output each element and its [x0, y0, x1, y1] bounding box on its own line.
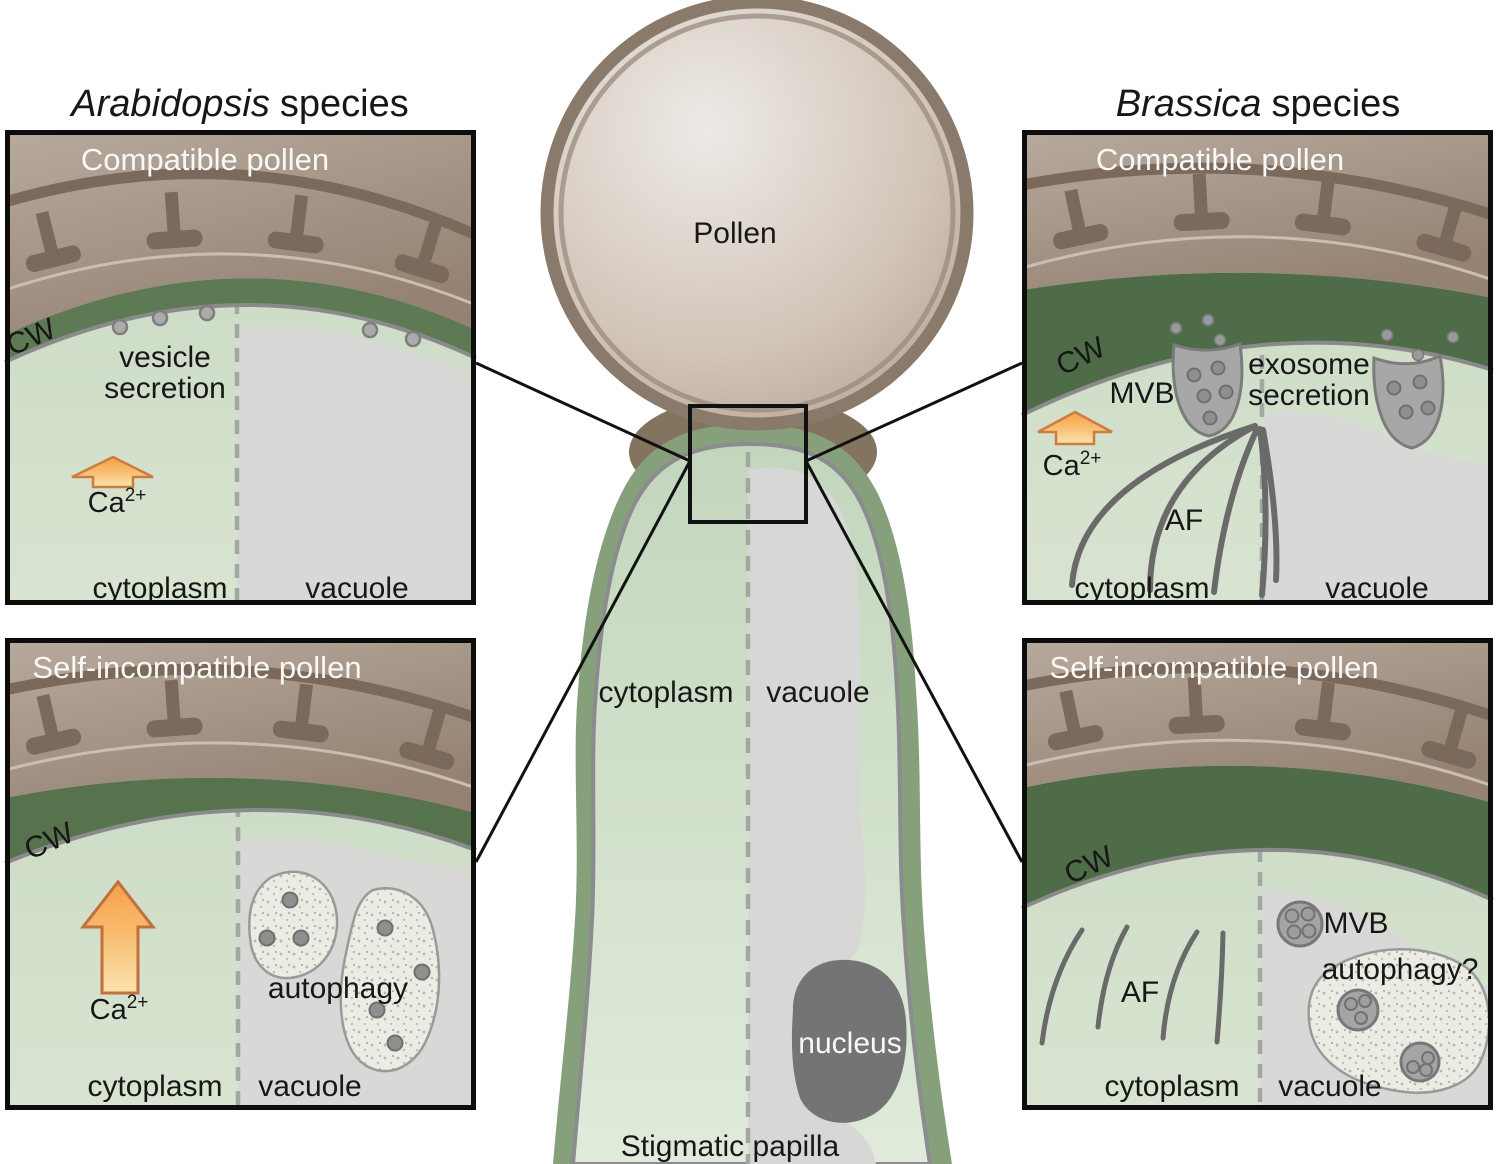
exosome-label-1: exosome	[1248, 348, 1370, 381]
autophagy-label: autophagy?	[1322, 953, 1479, 986]
vesicle-secretion-label-2: secretion	[104, 372, 226, 405]
calcium-label: Ca2+	[88, 485, 147, 519]
panel-title: Compatible pollen	[1096, 142, 1344, 177]
connector-line	[475, 361, 691, 463]
plasma-membrane	[4, 808, 477, 865]
mvb-label: MVB	[1323, 907, 1388, 940]
af-label: AF	[1165, 504, 1203, 537]
calcium-arrow	[79, 879, 157, 995]
panel-vacuole	[1262, 411, 1493, 605]
center-figure: Pollen cytoplasm vacuole nucleus Stigmat…	[474, 0, 1024, 1164]
exine-pattern	[5, 664, 476, 790]
connector-line	[805, 361, 1023, 463]
papilla-vacuole	[748, 467, 876, 1164]
panel-title: Self-incompatible pollen	[1049, 650, 1378, 685]
autophagy-body	[248, 870, 441, 1073]
panel-arabidopsis-incompatible: Self-incompatible pollen CW Ca2+ autopha…	[4, 638, 477, 1110]
calcium-label: Ca2+	[90, 992, 149, 1026]
panel-border	[5, 638, 476, 1110]
exosome-label-2: secretion	[1248, 379, 1370, 412]
panel-border	[1022, 638, 1493, 1110]
plasma-membrane	[1021, 340, 1494, 417]
mvb	[1276, 900, 1324, 948]
cell-wall-band	[5, 777, 476, 863]
cell-wall-band	[1022, 765, 1493, 908]
actin-filaments	[1069, 423, 1280, 598]
secreted-vesicles	[111, 304, 422, 348]
exine-pattern	[5, 168, 476, 307]
calcium-arrow	[71, 455, 154, 489]
cytoplasm-label: cytoplasm	[87, 1070, 222, 1103]
panel-border	[1022, 130, 1493, 605]
pollen-label: Pollen	[693, 217, 776, 250]
cell-wall-band	[5, 278, 476, 362]
center-cytoplasm-label: cytoplasm	[598, 676, 733, 709]
actin-filaments	[1039, 924, 1226, 1046]
vesicle-secretion-label-1: vesicle	[119, 341, 211, 374]
autophagy-cargo-dots	[258, 891, 431, 1052]
center-vacuole-label: vacuole	[766, 676, 869, 709]
mvb-label: MVB	[1109, 377, 1174, 410]
panel-border	[5, 130, 476, 605]
panel-vacuole	[237, 326, 476, 605]
mvb-invagination	[1171, 341, 1445, 450]
panel-brassica-compatible: Compatible pollen CW MVB exosome secreti…	[1021, 130, 1494, 605]
pollen-grain-inner-rim	[558, 13, 956, 413]
connector-line	[474, 460, 692, 863]
nucleus	[791, 959, 907, 1123]
exine-pattern	[1022, 662, 1493, 788]
exine-pattern	[1022, 162, 1493, 282]
vacuole-label: vacuole	[1278, 1070, 1381, 1103]
connector-line	[804, 460, 1024, 863]
plasma-membrane	[1021, 847, 1494, 910]
af-label: AF	[1121, 976, 1159, 1009]
autophagy-label: autophagy	[268, 972, 408, 1005]
panel-title: Compatible pollen	[81, 142, 329, 177]
panel-title: Self-incompatible pollen	[32, 650, 361, 685]
calcium-label: Ca2+	[1043, 448, 1102, 482]
stigmatic-papilla-label: Stigmatic papilla	[621, 1130, 840, 1163]
autophagy-body	[1307, 948, 1491, 1094]
vacuole-label: vacuole	[258, 1070, 361, 1103]
panel-brassica-incompatible: Self-incompatible pollen CW AF MVB autop…	[1021, 638, 1494, 1110]
cytoplasm-label: cytoplasm	[1074, 572, 1209, 605]
pollen-grain	[540, 0, 974, 431]
calcium-arrow	[1037, 410, 1113, 446]
cytoplasm-label: cytoplasm	[1104, 1070, 1239, 1103]
nucleus-label: nucleus	[798, 1027, 901, 1060]
autophagy-mvb	[1336, 988, 1441, 1083]
vacuole-label: vacuole	[305, 572, 408, 605]
inset-box	[688, 404, 808, 524]
vacuole-label: vacuole	[1325, 572, 1428, 605]
panel-arabidopsis-compatible: Compatible pollen CW vesicle secretion C…	[2, 130, 477, 605]
cytoplasm-label: cytoplasm	[92, 572, 227, 605]
